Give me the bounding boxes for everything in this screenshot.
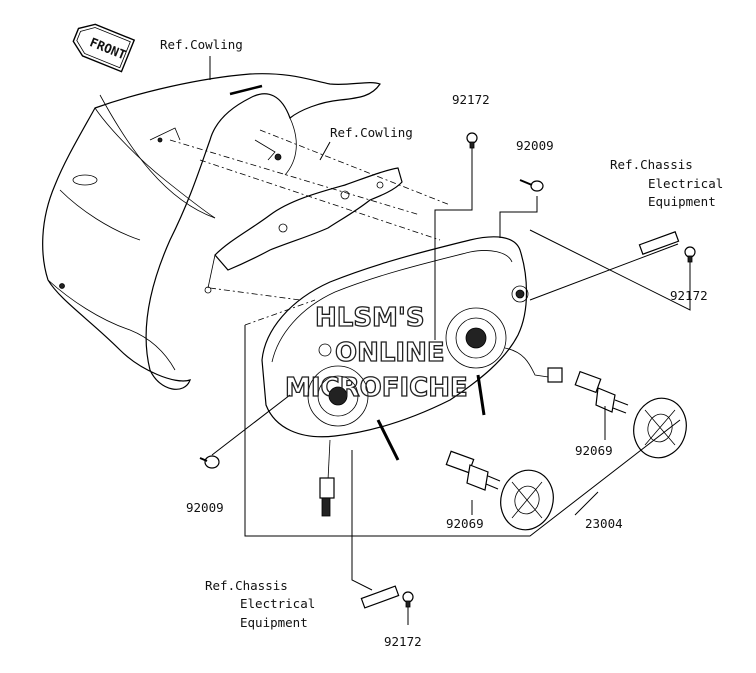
part-92009-top-label: 92009 bbox=[516, 138, 554, 153]
part-92069-right-label: 92069 bbox=[575, 443, 613, 458]
ref-cowling-top-label: Ref.Cowling bbox=[160, 37, 243, 52]
ref-chassis-top-line3: Equipment bbox=[648, 194, 716, 209]
cowling-part bbox=[42, 73, 381, 390]
watermark-line2: ONLINE bbox=[335, 338, 445, 368]
screw-92009-left bbox=[199, 455, 220, 469]
clip-right bbox=[638, 231, 680, 255]
part-92172-right-label: 92172 bbox=[670, 288, 708, 303]
screw-92172-right bbox=[684, 246, 696, 263]
part-92172-bottom-label: 92172 bbox=[384, 634, 422, 649]
watermark: HLSM'S ONLINE MICROFICHE bbox=[284, 302, 468, 403]
inner-cowling-bracket bbox=[204, 139, 403, 294]
part-92069-bottom-label: 92069 bbox=[446, 516, 484, 531]
bulb-cap-right bbox=[633, 397, 687, 459]
part-92172-top-label: 92172 bbox=[452, 92, 490, 107]
ref-cowling-inner-label: Ref.Cowling bbox=[330, 125, 413, 140]
ref-chassis-bottom-line3: Equipment bbox=[240, 615, 308, 630]
watermark-line1: HLSM'S bbox=[315, 303, 425, 333]
bulb-right bbox=[574, 370, 629, 414]
bulb-cap-bottom bbox=[500, 469, 554, 531]
bulb-bottom bbox=[445, 450, 501, 491]
screw-92172-top bbox=[466, 132, 478, 149]
leader-lines bbox=[169, 56, 691, 625]
clip-bottom bbox=[360, 585, 400, 609]
part-92009-left-label: 92009 bbox=[186, 500, 224, 515]
screw-92172-bottom bbox=[402, 591, 414, 608]
front-direction-badge: FRONT bbox=[72, 23, 136, 73]
headlight-assembly bbox=[261, 236, 563, 517]
ref-chassis-top-line2: Electrical bbox=[648, 176, 723, 191]
screw-92009-top bbox=[519, 179, 544, 192]
ref-chassis-bottom-line1: Ref.Chassis bbox=[205, 578, 288, 593]
part-23004-label: 23004 bbox=[585, 516, 623, 531]
ref-chassis-top-line1: Ref.Chassis bbox=[610, 157, 693, 172]
ref-chassis-bottom-line2: Electrical bbox=[240, 596, 315, 611]
watermark-line3: MICROFICHE bbox=[285, 373, 468, 403]
